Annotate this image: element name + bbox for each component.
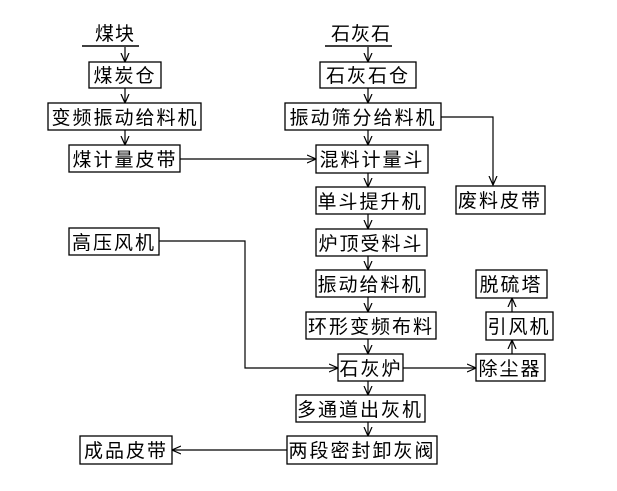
node-dust-collector: 除尘器 [475,353,546,382]
node-multi-discharger: 多通道出灰机 [295,394,426,423]
node-limestone-bin-label: 石灰石仓 [326,65,410,87]
title-limestone: 石灰石 [331,23,391,45]
node-waste-belt-label: 废料皮带 [458,190,542,212]
node-product-belt-label: 成品皮带 [84,440,168,462]
node-dust-collector-label: 除尘器 [478,358,541,380]
node-top-hopper-label: 炉顶受料斗 [318,233,423,255]
node-mix-hopper-label: 混料计量斗 [319,149,424,171]
node-kiln: 石灰炉 [337,353,404,382]
node-bucket-elevator-label: 单斗提升机 [317,191,422,213]
node-vib-screen-feeder-label: 振动筛分给料机 [289,107,436,129]
node-kiln-label: 石灰炉 [339,358,402,380]
node-coal-belt: 煤计量皮带 [68,144,181,173]
node-vib-feeder-label: 振动给料机 [317,274,422,296]
node-ring-distributor-label: 环形变频布料 [308,316,434,338]
node-ring-distributor: 环形变频布料 [305,311,437,340]
node-vib-screen-feeder: 振动筛分给料机 [284,102,442,131]
arrow-fan-to-kiln [159,240,338,368]
node-hp-fan-label: 高压风机 [72,232,156,254]
node-desulfur-tower: 脱硫塔 [475,269,548,299]
node-product-belt: 成品皮带 [79,435,173,465]
arrow-screen-to-waste [441,116,493,185]
node-double-seal-valve: 两段密封卸灰阀 [286,435,438,465]
node-id-fan: 引风机 [485,311,554,341]
node-top-hopper: 炉顶受料斗 [315,228,428,257]
node-coal-belt-label: 煤计量皮带 [72,149,177,171]
node-vib-feeder: 振动给料机 [315,269,426,298]
node-limestone-bin: 石灰石仓 [319,61,417,89]
node-double-seal-valve-label: 两段密封卸灰阀 [288,440,435,462]
node-id-fan-label: 引风机 [487,316,550,338]
node-vf-vib-feeder: 变频振动给料机 [47,102,202,131]
node-waste-belt: 废料皮带 [455,185,546,215]
connectors [125,47,512,450]
node-mix-hopper: 混料计量斗 [315,144,429,174]
node-hp-fan: 高压风机 [68,227,160,256]
node-coal-bin-label: 煤炭仓 [93,65,156,87]
node-multi-discharger-label: 多通道出灰机 [297,399,423,421]
node-vf-vib-feeder-label: 变频振动给料机 [51,107,198,129]
title-coal: 煤块 [95,23,135,45]
node-desulfur-tower-label: 脱硫塔 [479,274,542,296]
node-bucket-elevator: 单斗提升机 [315,186,426,215]
node-coal-bin: 煤炭仓 [88,61,162,89]
